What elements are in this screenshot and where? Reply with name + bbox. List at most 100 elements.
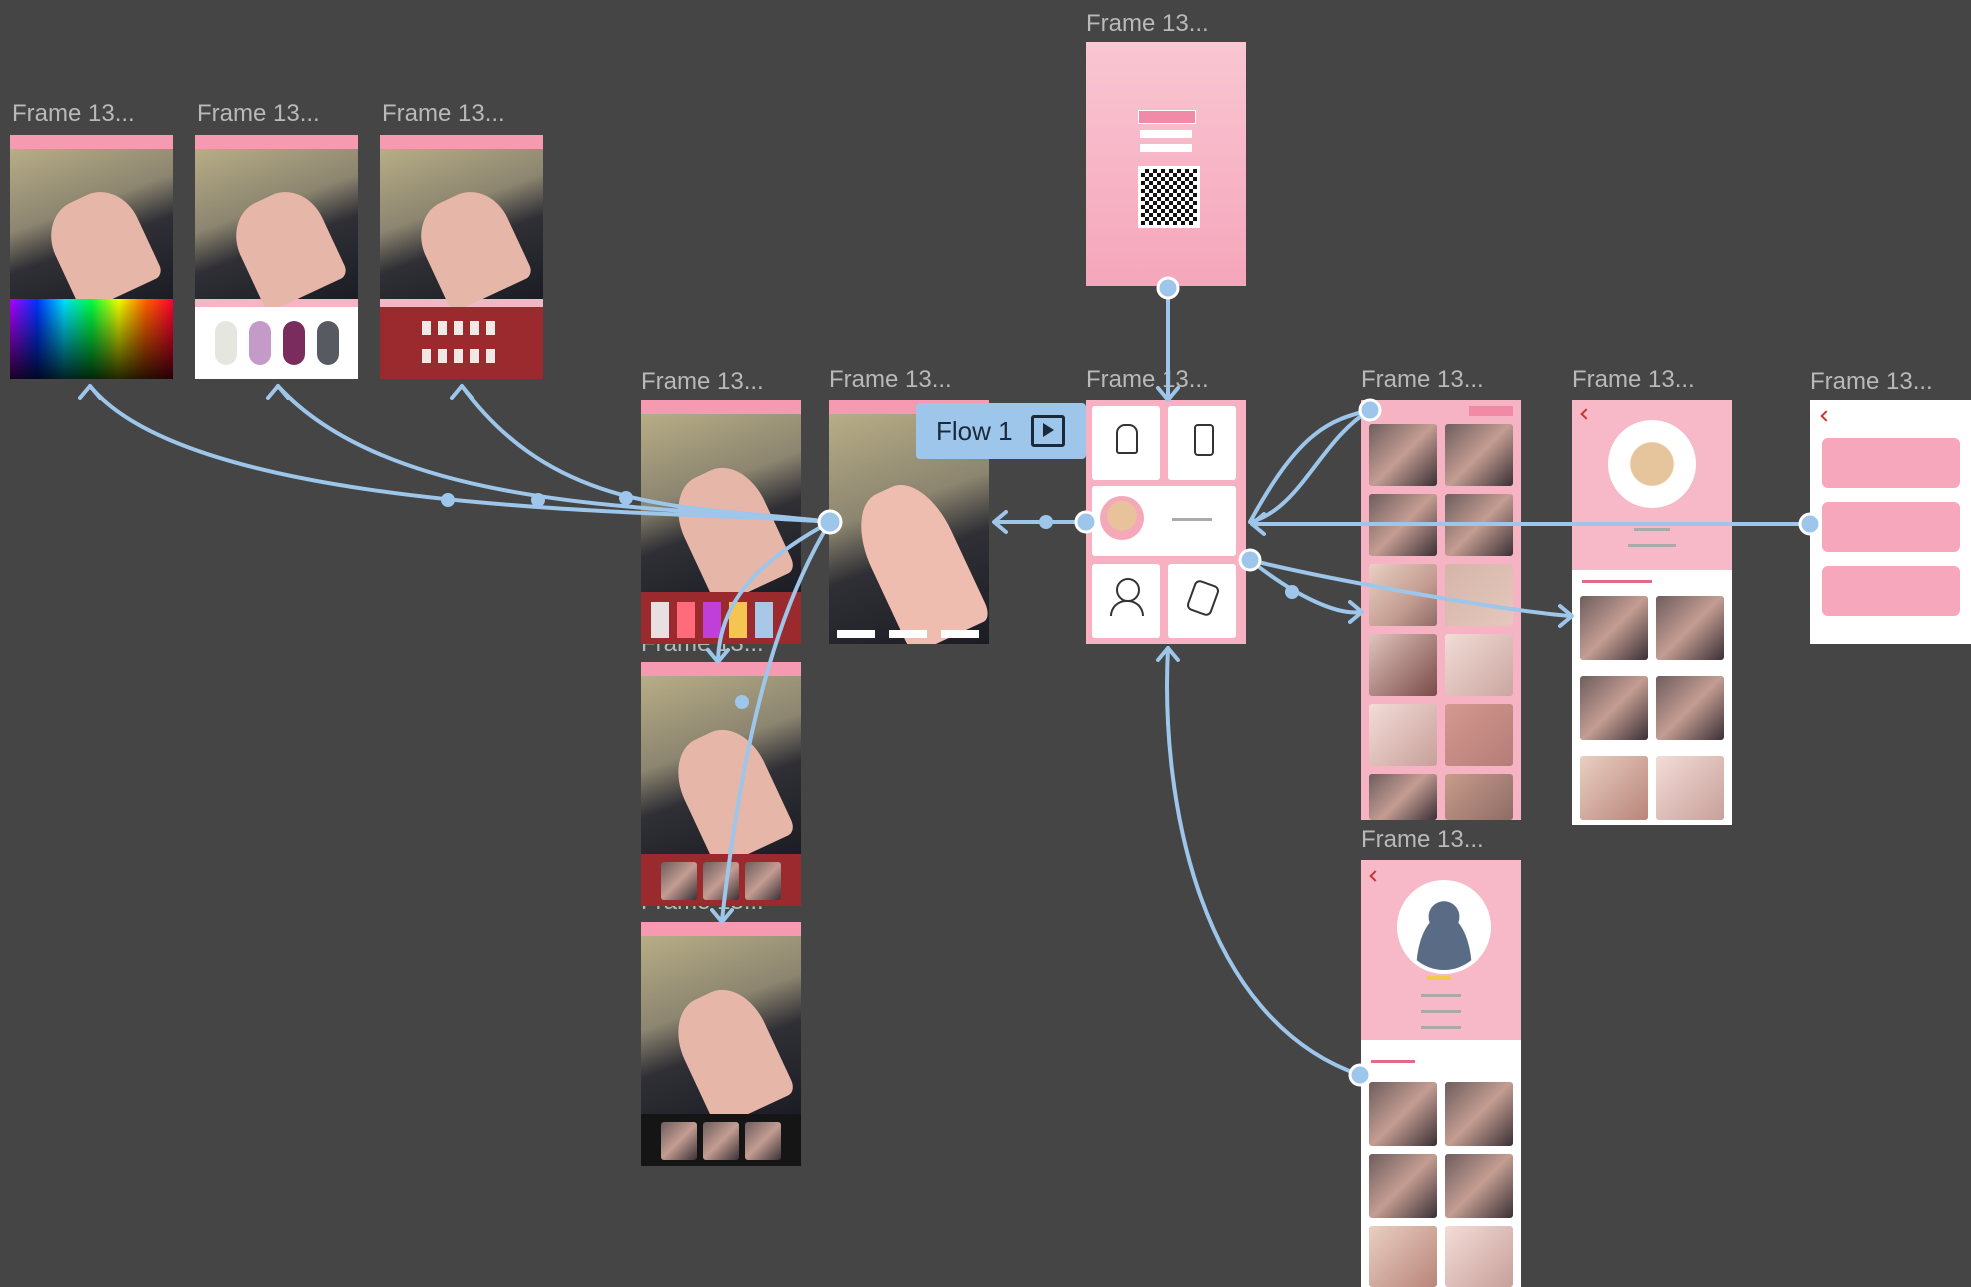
- frame-gallery[interactable]: [1361, 400, 1521, 820]
- color-spectrum[interactable]: [10, 299, 173, 379]
- settings-button[interactable]: [1822, 566, 1960, 616]
- frame-label-qr-login[interactable]: Frame 13...: [1086, 10, 1209, 37]
- frame-qr-login[interactable]: [1086, 42, 1246, 286]
- menu-tile-profile[interactable]: [1092, 564, 1160, 638]
- frame-ar-palette[interactable]: [641, 400, 801, 644]
- frame-color-picker[interactable]: [10, 135, 173, 379]
- flow-start-tag[interactable]: Flow 1: [916, 403, 1086, 459]
- favorite-photo[interactable]: [1369, 1082, 1437, 1146]
- flow-label: Flow 1: [936, 415, 1013, 446]
- settings-button[interactable]: [1822, 502, 1960, 552]
- camera-photo: [641, 936, 801, 1129]
- design-selector[interactable]: [641, 854, 801, 906]
- menu-tile-polish[interactable]: [1168, 406, 1236, 480]
- menu-tile-master[interactable]: [1092, 486, 1236, 556]
- frame-nail-shades[interactable]: [195, 135, 358, 379]
- profile-info-line: [1421, 1026, 1461, 1029]
- master-info-line: [1628, 544, 1676, 547]
- frame-home-menu[interactable]: [1086, 400, 1246, 644]
- title-badge: [1138, 110, 1196, 124]
- arrow-head: [78, 384, 102, 400]
- shape-selector[interactable]: [380, 307, 543, 379]
- frame-label-color-picker[interactable]: Frame 13...: [12, 100, 135, 127]
- frame-settings[interactable]: [1810, 400, 1971, 644]
- gallery-photo[interactable]: [1445, 704, 1513, 766]
- user-avatar-icon: [1397, 880, 1491, 974]
- connector-dot: [1039, 515, 1053, 529]
- nail-icon: [1116, 424, 1138, 454]
- arrow-head: [1250, 512, 1266, 536]
- master-work-photo[interactable]: [1580, 596, 1648, 660]
- gallery-photo[interactable]: [1369, 494, 1437, 556]
- gallery-photo[interactable]: [1445, 634, 1513, 696]
- shade-selector[interactable]: [195, 307, 358, 379]
- gallery-photo[interactable]: [1369, 564, 1437, 626]
- favorite-photo[interactable]: [1445, 1226, 1513, 1287]
- master-work-photo[interactable]: [1656, 756, 1724, 820]
- favorite-photo[interactable]: [1369, 1154, 1437, 1218]
- avatar-icon: [1608, 420, 1696, 508]
- gallery-photo[interactable]: [1445, 564, 1513, 626]
- master-work-photo[interactable]: [1580, 676, 1648, 740]
- user-icon: [1116, 578, 1140, 602]
- frame-label-ar-palette[interactable]: Frame 13...: [641, 368, 764, 395]
- gallery-header-badge: [1469, 406, 1513, 416]
- favorites-title-line: [1371, 1060, 1415, 1063]
- settings-button[interactable]: [1822, 438, 1960, 488]
- profile-info-line: [1421, 994, 1461, 997]
- design-selector[interactable]: [641, 1114, 801, 1166]
- gallery-photo[interactable]: [1445, 424, 1513, 486]
- arrow-head: [266, 384, 290, 400]
- gallery-photo[interactable]: [1369, 424, 1437, 486]
- connector-arrow: [1248, 408, 1372, 524]
- swatch-row[interactable]: [641, 592, 801, 644]
- arrow-head: [1558, 604, 1574, 628]
- favorite-photo[interactable]: [1369, 1226, 1437, 1287]
- connector-arrow: [1165, 646, 1362, 1077]
- favorite-photo[interactable]: [1445, 1082, 1513, 1146]
- connector-dot: [441, 493, 455, 507]
- frame-label-user-profile[interactable]: Frame 13...: [1361, 826, 1484, 853]
- gallery-icon: [1185, 578, 1221, 618]
- gallery-photo[interactable]: [1369, 774, 1437, 820]
- gallery-photo[interactable]: [1369, 634, 1437, 696]
- frame-label-ar-result[interactable]: Frame 13...: [829, 366, 952, 393]
- bottom-buttons[interactable]: [837, 630, 981, 638]
- camera-photo: [195, 149, 358, 314]
- master-work-photo[interactable]: [1656, 596, 1724, 660]
- master-name-line: [1634, 528, 1670, 531]
- status-bar: [641, 922, 801, 936]
- connector-arrow: [1248, 558, 1362, 615]
- frame-label-gallery[interactable]: Frame 13...: [1361, 366, 1484, 393]
- frame-ar-designs-dark[interactable]: [641, 922, 801, 1166]
- gallery-photo[interactable]: [1445, 774, 1513, 820]
- camera-photo: [10, 149, 173, 314]
- master-work-photo[interactable]: [1656, 676, 1724, 740]
- frame-label-nail-shapes[interactable]: Frame 13...: [382, 100, 505, 127]
- menu-tile-gallery[interactable]: [1168, 564, 1236, 638]
- frame-label-master-profile[interactable]: Frame 13...: [1572, 366, 1695, 393]
- menu-tile-try-on[interactable]: [1092, 406, 1160, 480]
- input-field[interactable]: [1140, 130, 1192, 138]
- favorite-photo[interactable]: [1445, 1154, 1513, 1218]
- frame-label-settings[interactable]: Frame 13...: [1810, 368, 1933, 395]
- gallery-photo[interactable]: [1369, 704, 1437, 766]
- back-arrow-icon[interactable]: [1820, 410, 1832, 422]
- status-bar: [380, 135, 543, 149]
- frame-label-home-menu[interactable]: Frame 13...: [1086, 366, 1209, 393]
- rating-line: [1427, 976, 1451, 980]
- gallery-photo[interactable]: [1445, 494, 1513, 556]
- status-bar: [641, 400, 801, 414]
- frame-ar-designs[interactable]: [641, 662, 801, 906]
- frame-label-nail-shades[interactable]: Frame 13...: [197, 100, 320, 127]
- avatar-icon: [1100, 496, 1144, 540]
- camera-photo: [380, 149, 543, 314]
- master-work-photo[interactable]: [1580, 756, 1648, 820]
- frame-master-profile[interactable]: [1572, 400, 1732, 825]
- camera-photo: [641, 676, 801, 869]
- camera-photo: [641, 414, 801, 607]
- play-icon[interactable]: [1030, 415, 1065, 447]
- frame-user-profile[interactable]: [1361, 860, 1521, 1287]
- frame-nail-shapes[interactable]: [380, 135, 543, 379]
- input-field[interactable]: [1140, 144, 1192, 152]
